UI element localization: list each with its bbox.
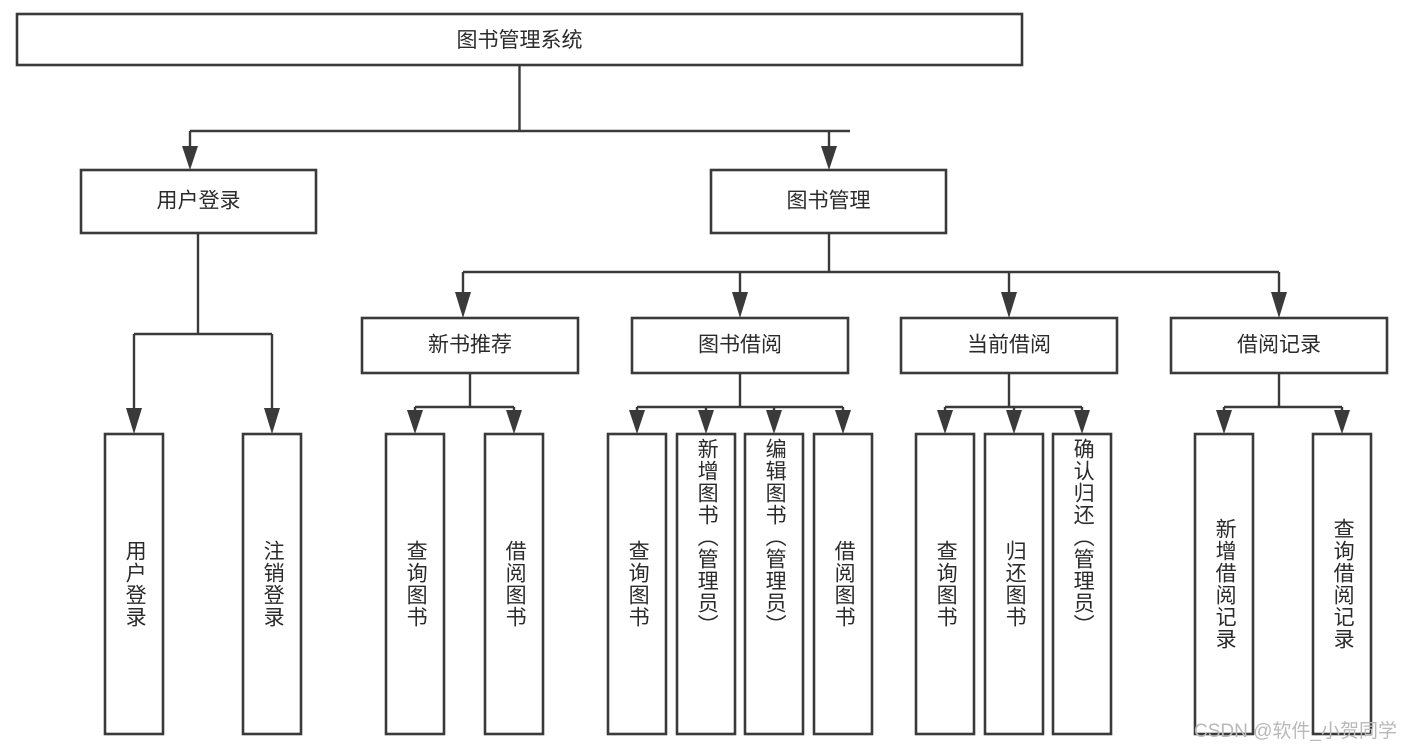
- arrow-head-icon: [1216, 410, 1232, 434]
- leaf-box-br-query-record[interactable]: [1311, 432, 1373, 736]
- node-current-borrow-label: 当前借阅: [967, 334, 1051, 357]
- arrow-head-icon: [506, 410, 522, 434]
- arrow-head-icon: [766, 410, 782, 434]
- arrow-head-icon: [1074, 410, 1090, 434]
- connector-bookborrow-to-leaves: [629, 373, 851, 434]
- arrow-head-icon: [455, 292, 471, 318]
- connector-userlogin-to-leaves: [126, 233, 280, 434]
- arrow-head-icon: [1006, 410, 1022, 434]
- leaf-box-nb-borrow-book[interactable]: [483, 432, 545, 736]
- node-book-management[interactable]: 图书管理: [709, 168, 948, 235]
- leaf-box-bb-query-book[interactable]: [606, 432, 668, 736]
- arrow-head-icon: [1334, 410, 1350, 434]
- arrow-head-icon: [821, 146, 837, 170]
- connector-bookmgmt-to-level3: [455, 233, 1287, 318]
- arrow-head-icon: [698, 410, 714, 434]
- watermark: CSDN @软件_小贺同学: [1194, 721, 1397, 742]
- node-user-login[interactable]: 用户登录: [79, 168, 318, 235]
- leaf-box-user-login[interactable]: [103, 432, 165, 736]
- leaf-box-bb-edit-book[interactable]: [743, 432, 805, 736]
- arrow-head-icon: [835, 410, 851, 434]
- arrow-head-icon: [1271, 292, 1287, 318]
- leaf-box-cb-query-book[interactable]: [914, 432, 976, 736]
- arrow-head-icon: [264, 408, 280, 434]
- node-book-borrow[interactable]: 图书借阅: [630, 316, 850, 375]
- leaf-box-user-logout[interactable]: [241, 432, 303, 736]
- node-root-label: 图书管理系统: [457, 29, 583, 52]
- arrow-head-icon: [126, 408, 142, 434]
- connector-borrowrecords-to-leaves: [1216, 373, 1350, 434]
- connector-newbook-to-leaves: [407, 373, 522, 434]
- arrow-head-icon: [407, 410, 423, 434]
- leaf-box-cb-return-book[interactable]: [983, 432, 1045, 736]
- arrow-head-icon: [1001, 292, 1017, 318]
- leaf-box-bb-borrow-book[interactable]: [812, 432, 874, 736]
- node-book-management-label: 图书管理: [787, 190, 871, 213]
- node-borrow-records-label: 借阅记录: [1237, 334, 1321, 357]
- arrow-head-icon: [732, 292, 748, 318]
- node-new-book-recommend-label: 新书推荐: [428, 334, 512, 357]
- node-new-book-recommend[interactable]: 新书推荐: [360, 316, 580, 375]
- node-borrow-records[interactable]: 借阅记录: [1169, 316, 1389, 375]
- node-user-login-label: 用户登录: [157, 190, 241, 213]
- node-current-borrow[interactable]: 当前借阅: [899, 316, 1119, 375]
- leaf-box-bb-add-book[interactable]: [675, 432, 737, 736]
- arrow-head-icon: [629, 410, 645, 434]
- leaf-box-cb-confirm-return[interactable]: [1051, 432, 1113, 736]
- arrow-head-icon: [182, 146, 198, 170]
- arrow-head-icon: [937, 410, 953, 434]
- node-book-borrow-label: 图书借阅: [698, 334, 782, 357]
- leaf-box-br-add-record[interactable]: [1193, 432, 1255, 736]
- leaf-box-nb-query-book[interactable]: [384, 432, 446, 736]
- connector-root-to-level2: [182, 65, 850, 170]
- node-root-system[interactable]: 图书管理系统: [15, 12, 1024, 67]
- connector-currentborrow-to-leaves: [937, 373, 1090, 434]
